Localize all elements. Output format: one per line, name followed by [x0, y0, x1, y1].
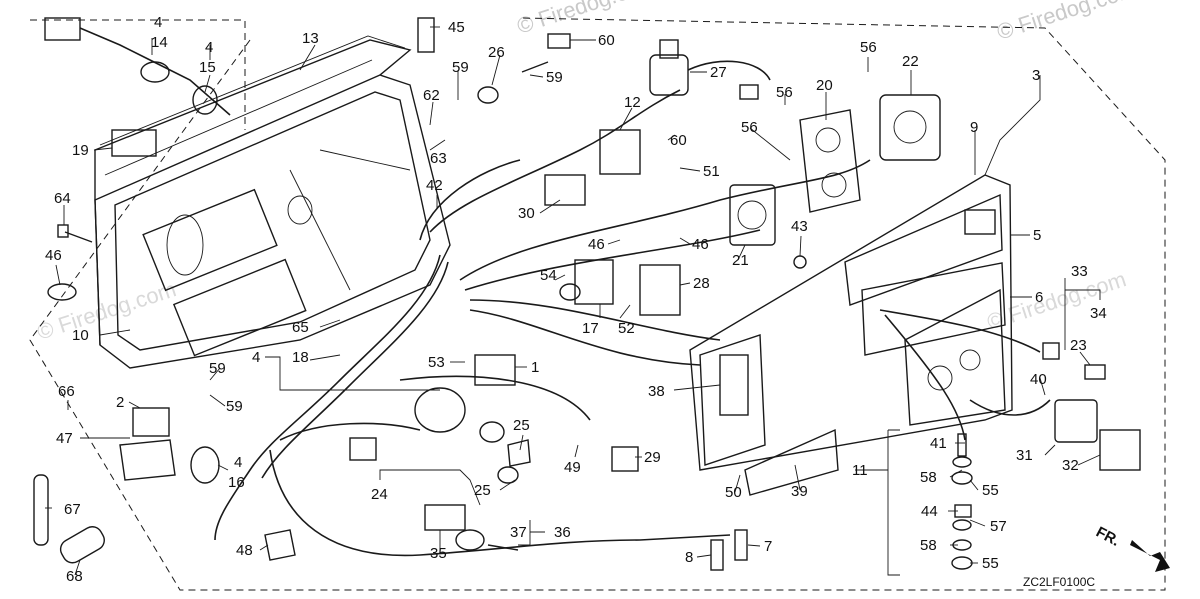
callout-58: 58 — [920, 469, 937, 486]
callout-48: 48 — [236, 542, 253, 559]
callout-66: 66 — [58, 383, 75, 400]
callout-40: 40 — [1030, 371, 1047, 388]
callout-56: 56 — [741, 119, 758, 136]
callout-51: 51 — [703, 163, 720, 180]
callout-25: 25 — [474, 482, 491, 499]
callout-4: 4 — [252, 349, 260, 366]
callout-14: 14 — [151, 34, 168, 51]
callout-37: 37 — [510, 524, 527, 541]
callout-31: 31 — [1016, 447, 1033, 464]
callout-52: 52 — [618, 320, 635, 337]
callout-59: 59 — [209, 360, 226, 377]
callout-16: 16 — [228, 474, 245, 491]
callout-35: 35 — [430, 545, 447, 562]
callout-12: 12 — [624, 94, 641, 111]
callout-1: 1 — [531, 359, 539, 376]
callout-60: 60 — [670, 132, 687, 149]
callout-15: 15 — [199, 59, 216, 76]
callout-26: 26 — [488, 44, 505, 61]
callout-23: 23 — [1070, 337, 1087, 354]
callout-58: 58 — [920, 537, 937, 554]
callout-47: 47 — [56, 430, 73, 447]
callout-41: 41 — [930, 435, 947, 452]
callout-4: 4 — [154, 14, 162, 31]
hardware-group — [887, 429, 973, 576]
callout-39: 39 — [791, 483, 808, 500]
callout-25: 25 — [513, 417, 530, 434]
callout-32: 32 — [1062, 457, 1079, 474]
callout-13: 13 — [302, 30, 319, 47]
harness-group-outline — [30, 19, 246, 130]
fr-label: FR. — [1093, 524, 1122, 550]
front-direction-marker: FR. — [1093, 524, 1170, 572]
assembly-outline — [29, 17, 1166, 591]
callout-68: 68 — [66, 568, 83, 585]
callout-59: 59 — [226, 398, 243, 415]
callout-29: 29 — [644, 449, 661, 466]
callout-6: 6 — [1035, 289, 1043, 306]
callout-64: 64 — [54, 190, 71, 207]
front-panel — [689, 174, 1141, 496]
callout-28: 28 — [693, 275, 710, 292]
callout-56: 56 — [860, 39, 877, 56]
callout-62: 62 — [423, 87, 440, 104]
callout-46: 46 — [588, 236, 605, 253]
callout-54: 54 — [540, 267, 557, 284]
watermark-left: © Firedog.com — [34, 276, 179, 344]
diagram-code: ZC2LF0100C — [1023, 575, 1095, 589]
callout-30: 30 — [518, 205, 535, 222]
callout-53: 53 — [428, 354, 445, 371]
callout-10: 10 — [72, 327, 89, 344]
callout-46: 46 — [692, 236, 709, 253]
callout-60: 60 — [598, 32, 615, 49]
callout-59: 59 — [546, 69, 563, 86]
callout-3: 3 — [1032, 67, 1040, 84]
watermark-right: © Firedog.com — [994, 0, 1139, 45]
control-box — [94, 35, 451, 369]
callout-labels: 4 14 4 15 13 45 59 26 60 27 59 62 12 60 … — [45, 14, 1107, 585]
callout-24: 24 — [371, 486, 388, 503]
callout-42: 42 — [426, 177, 443, 194]
callout-17: 17 — [582, 320, 599, 337]
callout-33: 33 — [1071, 263, 1088, 280]
callout-44: 44 — [921, 503, 938, 520]
callout-57: 57 — [990, 518, 1007, 535]
callout-55: 55 — [982, 555, 999, 572]
callout-34: 34 — [1090, 305, 1107, 322]
callout-38: 38 — [648, 383, 665, 400]
callout-65: 65 — [292, 319, 309, 336]
callout-49: 49 — [564, 459, 581, 476]
callout-55: 55 — [982, 482, 999, 499]
callout-20: 20 — [816, 77, 833, 94]
wire-harness — [214, 89, 871, 557]
callout-36: 36 — [554, 524, 571, 541]
callout-2: 2 — [116, 394, 124, 411]
callout-27: 27 — [710, 64, 727, 81]
callout-56: 56 — [776, 84, 793, 101]
callout-7: 7 — [764, 538, 772, 555]
callout-46: 46 — [45, 247, 62, 264]
callout-9: 9 — [970, 119, 978, 136]
callout-8: 8 — [685, 549, 693, 566]
callout-18: 18 — [292, 349, 309, 366]
callout-63: 63 — [430, 150, 447, 167]
callout-43: 43 — [791, 218, 808, 235]
callout-4: 4 — [234, 454, 242, 471]
callout-11: 11 — [852, 462, 868, 479]
callout-22: 22 — [902, 53, 919, 70]
callout-45: 45 — [448, 19, 465, 36]
callout-4: 4 — [205, 39, 213, 56]
leader-lines — [45, 26, 1101, 576]
callout-50: 50 — [725, 484, 742, 501]
callout-59: 59 — [452, 59, 469, 76]
small-parts — [33, 17, 941, 571]
callout-67: 67 — [64, 501, 81, 518]
callout-21: 21 — [732, 252, 749, 269]
callout-19: 19 — [72, 142, 89, 159]
callout-5: 5 — [1033, 227, 1041, 244]
